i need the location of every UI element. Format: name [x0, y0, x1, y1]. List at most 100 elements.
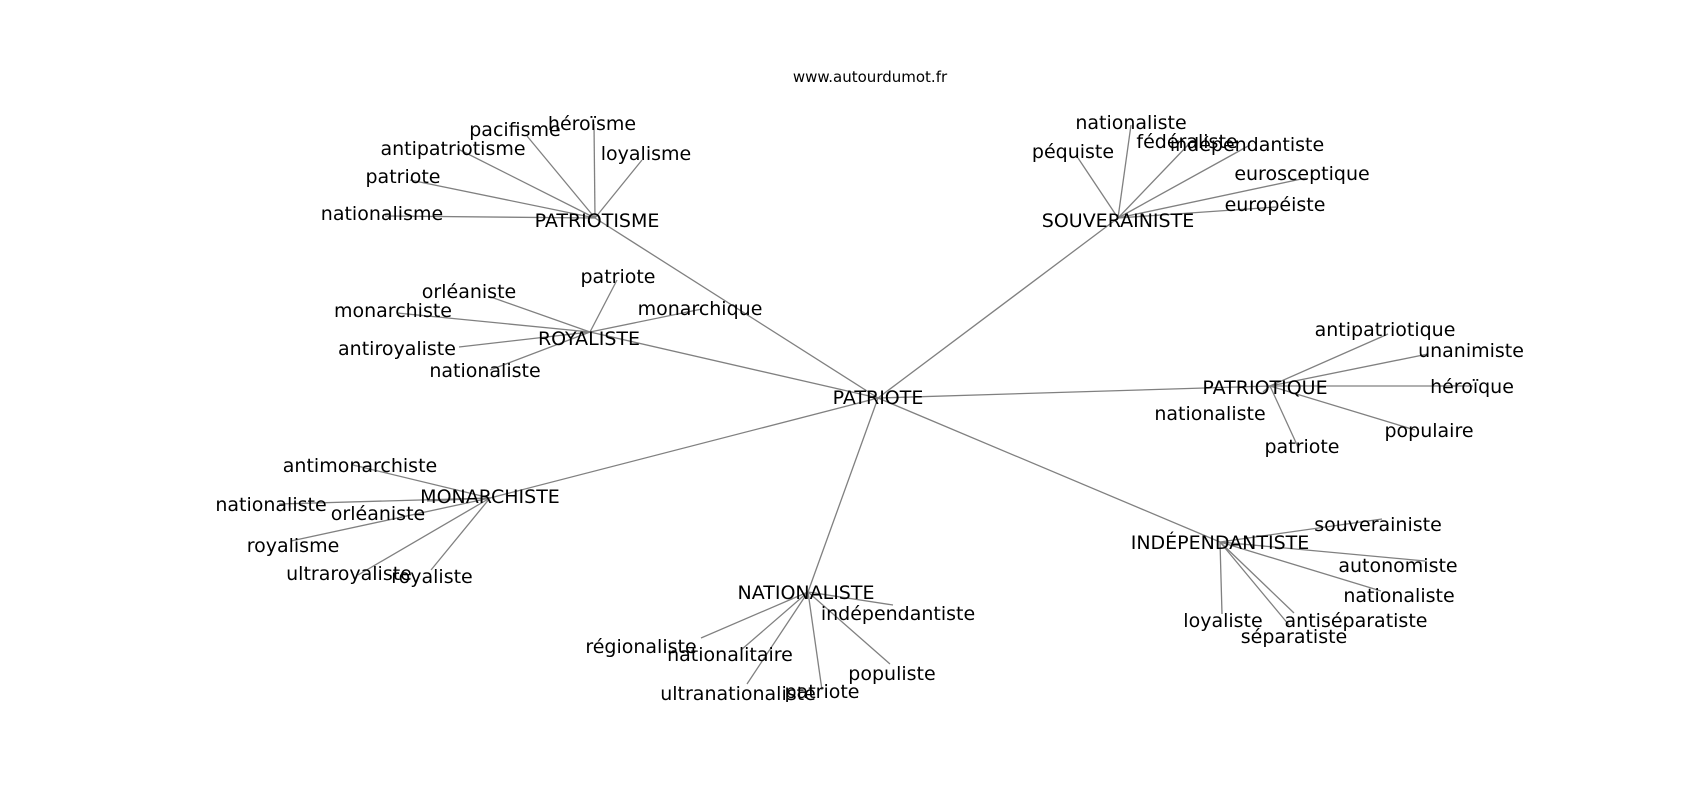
leaf-node-label: antiroyaliste [338, 338, 456, 360]
leaf-node-label: orléaniste [331, 503, 425, 525]
leaf-node-label: royaliste [391, 566, 473, 588]
leaf-node-label: fédéraliste [1136, 131, 1237, 153]
root-to-hub-edge [489, 397, 879, 499]
root-to-hub-edge [594, 217, 879, 399]
leaf-node-label: nationalisme [321, 203, 443, 225]
leaf-node-label: antimonarchiste [283, 455, 437, 477]
hub-to-leaf-edge [1269, 385, 1416, 431]
hub-to-leaf-edge [1219, 518, 1383, 543]
hub-node-label: PATRIOTIQUE [1202, 377, 1327, 399]
hub-node-label: ROYALISTE [538, 328, 640, 350]
hub-to-leaf-edge [352, 464, 491, 499]
hub-to-leaf-edge [357, 497, 491, 576]
leaf-node-label: héroïsme [548, 113, 636, 135]
leaf-node-label: populaire [1384, 420, 1473, 442]
hub-to-leaf-edge [526, 135, 596, 219]
hub-to-leaf-edge [1269, 333, 1389, 387]
root-to-hub-edge [877, 385, 1271, 399]
leaf-node-label: antipatriotisme [380, 138, 525, 160]
hub-to-leaf-edge [396, 312, 591, 333]
leaf-node-label: patriote [365, 166, 440, 188]
root-node-label: PATRIOTE [833, 387, 924, 409]
hub-to-leaf-edge [1117, 206, 1277, 219]
leaf-node-label: nationaliste [429, 360, 540, 382]
leaf-node-label: patriote [1264, 436, 1339, 458]
leaf-node-label: orléaniste [422, 281, 516, 303]
leaf-node-label: populiste [848, 663, 935, 685]
leaf-node-label: séparatiste [1241, 626, 1348, 648]
hub-to-leaf-edge [290, 497, 491, 542]
leaf-node-label: eurosceptique [1234, 163, 1369, 185]
graph-edges [278, 123, 1473, 691]
root-to-hub-edge [589, 331, 879, 399]
leaf-node-label: antipatriotique [1315, 319, 1456, 341]
hub-to-leaf-edge [457, 148, 596, 219]
hub-node-label: NATIONALISTE [738, 582, 875, 604]
site-watermark: www.autourdumot.fr [793, 68, 948, 86]
leaf-node-label: nationaliste [1154, 403, 1265, 425]
hub-node-label: PATRIOTISME [535, 210, 660, 232]
hub-to-leaf-edge [700, 591, 809, 639]
leaf-node-label: royalisme [247, 535, 340, 557]
leaf-node-label: antiséparatiste [1285, 610, 1428, 632]
hub-to-leaf-edge [1117, 144, 1251, 219]
root-to-hub-edge [807, 397, 879, 593]
leaf-node-label: souverainiste [1314, 514, 1442, 536]
hub-to-leaf-edge [426, 497, 491, 502]
leaf-node-label: patriote [784, 681, 859, 703]
leaf-node-label: monarchiste [334, 300, 452, 322]
leaf-node-label: patriote [580, 266, 655, 288]
leaf-node-label: héroïque [1430, 376, 1514, 398]
hub-to-leaf-edge [487, 295, 591, 333]
leaf-node-label: ultraroyaliste [286, 563, 412, 585]
hub-to-leaf-edge [1219, 541, 1290, 626]
hub-to-leaf-edge [409, 179, 596, 219]
leaf-node-label: autonomiste [1338, 555, 1457, 577]
leaf-node-label: loyaliste [1183, 610, 1262, 632]
hub-to-leaf-edge [807, 591, 894, 606]
hub-node-label: INDÉPENDANTISTE [1131, 531, 1310, 554]
hub-node-label: MONARCHISTE [420, 486, 560, 508]
hub-to-leaf-edge [1269, 353, 1429, 387]
hub-to-leaf-edge [594, 159, 643, 219]
leaf-node-label: européiste [1225, 194, 1326, 216]
hub-to-leaf-edge [807, 591, 891, 665]
hub-to-leaf-edge [1077, 157, 1119, 219]
hub-to-leaf-edge [1219, 541, 1223, 615]
hub-to-leaf-edge [1117, 144, 1189, 219]
leaf-node-label: indépendantiste [1170, 134, 1324, 156]
hub-to-leaf-edge [1262, 385, 1271, 393]
root-to-hub-edge [877, 217, 1119, 399]
leaf-node-label: régionaliste [585, 636, 696, 658]
leaf-node-label: nationaliste [1075, 112, 1186, 134]
hub-to-leaf-edge [384, 215, 596, 219]
hub-to-leaf-edge [1219, 541, 1295, 614]
leaf-node-label: nationalitaire [667, 644, 793, 666]
hub-to-leaf-edge [278, 497, 491, 505]
leaf-node-label: péquiste [1032, 141, 1114, 163]
hub-to-leaf-edge [589, 279, 618, 333]
hub-to-leaf-edge [589, 308, 703, 333]
hub-to-leaf-edge [1117, 124, 1132, 219]
hub-to-leaf-edge [1219, 541, 1426, 562]
leaf-node-label: pacifisme [469, 119, 561, 141]
leaf-node-label: loyalisme [601, 143, 691, 165]
hub-to-leaf-edge [807, 591, 823, 691]
hub-to-leaf-edge [489, 331, 591, 371]
hub-to-leaf-edge [1269, 385, 1299, 448]
hub-to-leaf-edge [740, 591, 809, 651]
hub-node-label: SOUVERAINISTE [1042, 210, 1194, 232]
hub-to-leaf-edge [430, 497, 491, 571]
hub-to-leaf-edge [746, 591, 809, 685]
leaf-node-label: nationaliste [1343, 585, 1454, 607]
hub-to-leaf-edge [458, 331, 591, 348]
leaf-node-label: indépendantiste [821, 603, 975, 625]
leaf-node-label: unanimiste [1418, 340, 1524, 362]
leaf-node-label: nationaliste [215, 494, 326, 516]
hub-to-leaf-edge [1117, 177, 1307, 219]
root-to-hub-edge [877, 397, 1221, 543]
leaf-node-label: monarchique [638, 298, 763, 320]
leaf-node-label: ultranationaliste [660, 683, 816, 705]
